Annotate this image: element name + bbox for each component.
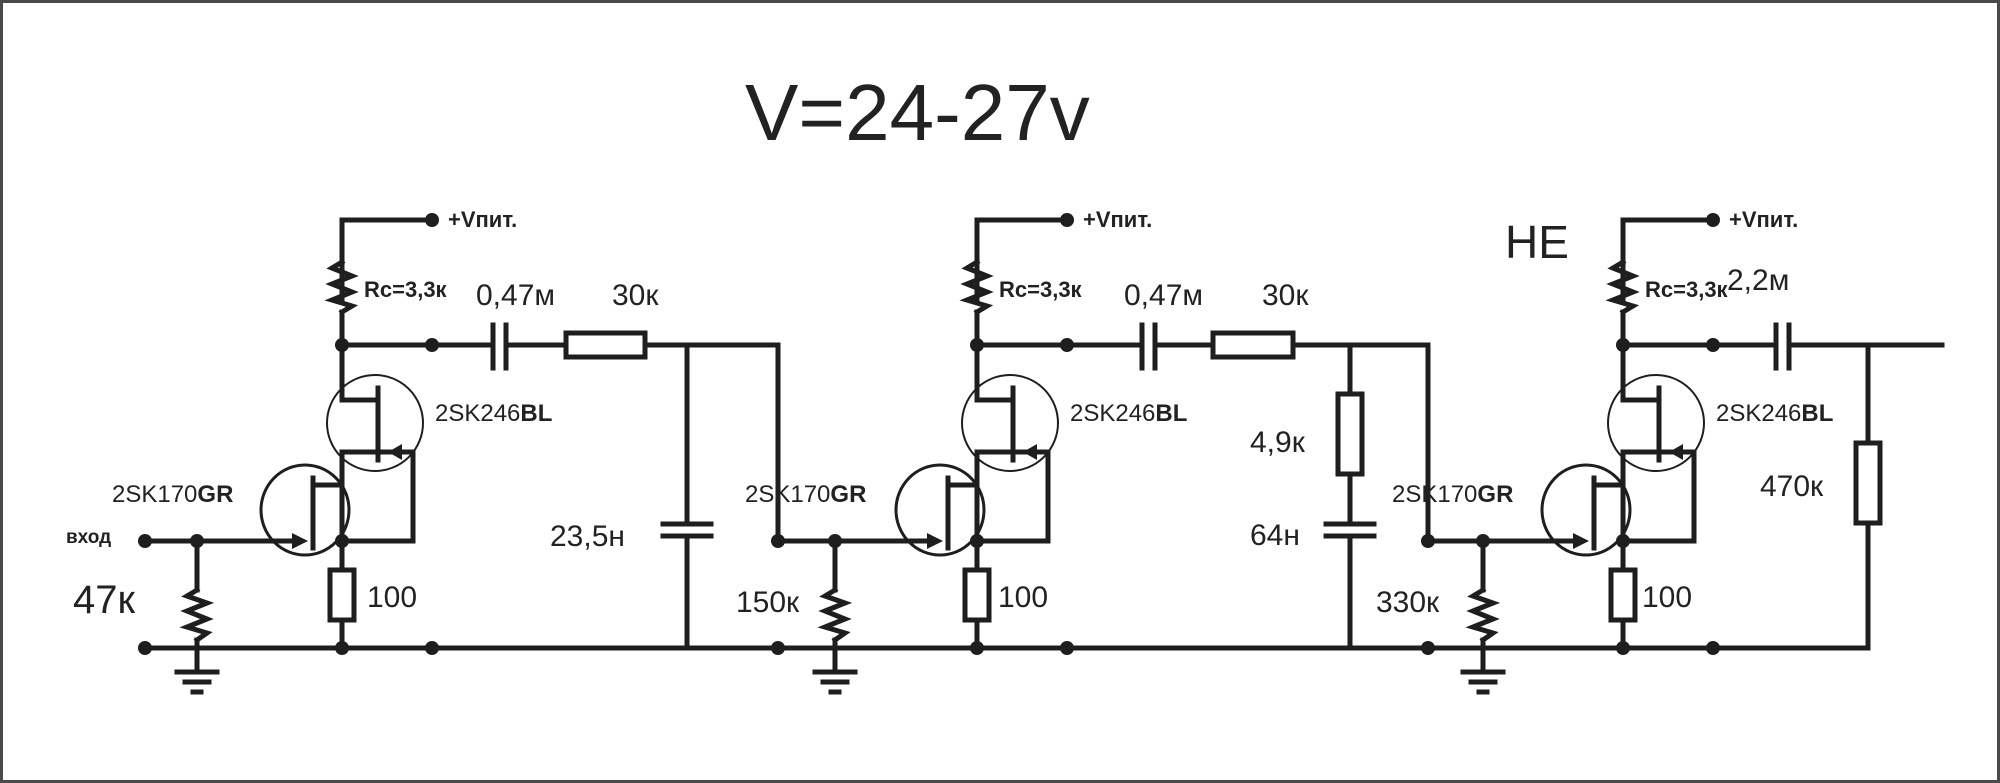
stage-1-rc-label: Rc=3,3к (364, 277, 448, 302)
stage-2-gate-resistor-label: 150к (736, 586, 800, 619)
stage-1-shunt-cap-label: 23,5н (550, 520, 625, 553)
series-resistor (1210, 330, 1296, 360)
stage-2-gate-network (815, 534, 930, 692)
stage-3-gate-network (1463, 534, 1578, 692)
stage-2-source-resistor-label: 100 (998, 581, 1048, 614)
stage-1-upper-jfet-label: 2SK246BL (435, 400, 552, 427)
stage-3-rc-label: Rc=3,3к (1645, 277, 1729, 302)
input-label: вход (66, 527, 111, 548)
series-resistor (563, 330, 648, 360)
shunt-resistor (1335, 391, 1365, 477)
stage-3-supply-label: +Vпит. (1729, 207, 1798, 232)
ne-marker: НЕ (1505, 216, 1569, 268)
stage-2-series-resistor-label: 30к (1262, 279, 1309, 312)
output-resistor (1853, 440, 1883, 526)
stage-2-shunt-cap-label: 64н (1250, 519, 1300, 552)
stage-3-upper-jfet-label: 2SK246BL (1716, 400, 1833, 427)
stage-2: +Vпит. Rc=3,3к 0,47м 30к 2SK246BL 2SK170… (736, 207, 1431, 692)
stage-3-lower-jfet-label: 2SK170GR (1392, 481, 1513, 508)
stage-2-coupling-cap-label: 0,47м (1124, 279, 1203, 312)
stage-1-source-resistor-label: 100 (367, 581, 417, 614)
stage-2-shunt-resistor-label: 4,9к (1250, 426, 1306, 459)
stage-3-output-resistor-label: 470к (1760, 470, 1824, 503)
stage-1-series-resistor-label: 30к (612, 279, 659, 312)
stage-1-supply-label: +Vпит. (448, 207, 517, 232)
stage-1-gate-resistor-label: 47к (73, 578, 135, 622)
stage-3-coupling-cap-label: 2,2м (1727, 264, 1789, 297)
stage-2-upper-jfet-label: 2SK246BL (1070, 400, 1187, 427)
stage-2-rc-label: Rc=3,3к (999, 277, 1083, 302)
stage-1-lower-jfet-label: 2SK170GR (112, 481, 233, 508)
stage-2-lower-jfet-label: 2SK170GR (745, 481, 866, 508)
stage-1-gate-network (177, 534, 292, 692)
stage-1: +Vпит. Rc=3,3к 0,47м 30к 2SK246BL 2SK170… (66, 207, 781, 692)
supply-voltage-title: V=24-27v (745, 68, 1090, 157)
stage-2-supply-label: +Vпит. (1083, 207, 1152, 232)
stage-1-coupling-cap-label: 0,47м (476, 279, 555, 312)
stage-3-gate-resistor-label: 330к (1376, 586, 1440, 619)
stage-3: +Vпит. Rc=3,3к 2,2м 2SK246BL 2SK170GR 33… (1376, 207, 1945, 692)
stage-3-source-resistor-label: 100 (1642, 581, 1692, 614)
